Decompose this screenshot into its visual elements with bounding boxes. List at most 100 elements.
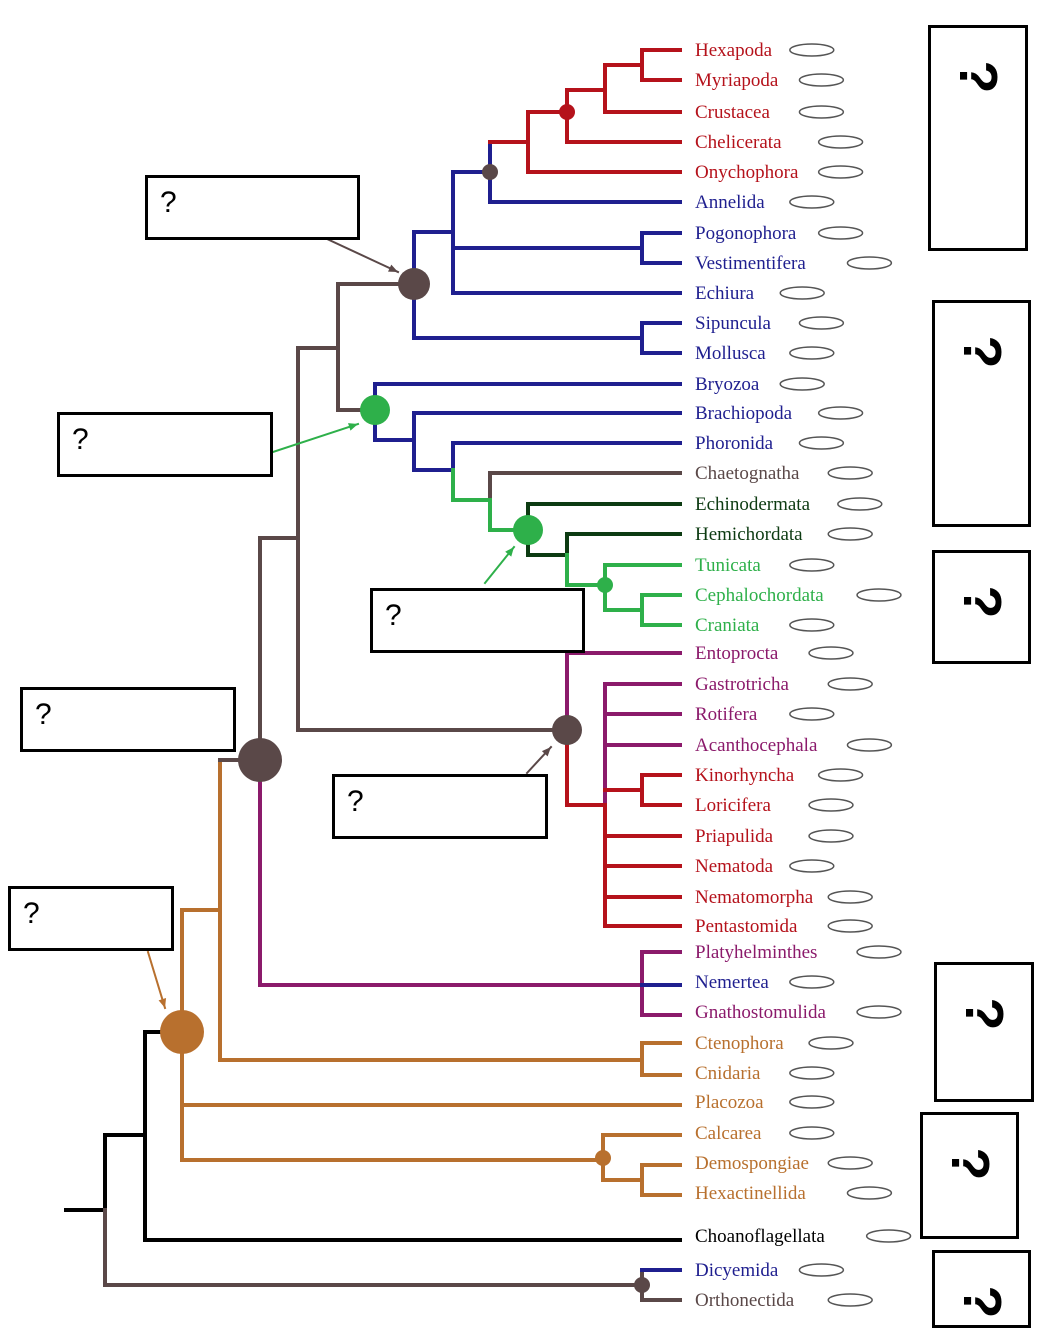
taxon-label: Hemichordata: [695, 524, 803, 545]
node-chordata[interactable]: [597, 577, 613, 593]
taxon-label: Craniata: [695, 615, 760, 636]
taxon-label: Gastrotricha: [695, 674, 789, 695]
question-box-deuterostomia[interactable]: ?: [370, 588, 585, 653]
taxon-label: Priapulida: [695, 826, 774, 847]
node-panarthropoda[interactable]: [482, 164, 498, 180]
side-question-box-6[interactable]: ?: [932, 1250, 1031, 1328]
jaw-worm-icon: [856, 1005, 902, 1019]
orthonectid-icon: [827, 1293, 873, 1307]
taxon-label: Platyhelminthes: [695, 942, 817, 963]
node-ecdysozoa[interactable]: [552, 715, 582, 745]
horseshoe-worm-icon: [798, 436, 845, 450]
question-box-metazoa[interactable]: ?: [8, 886, 174, 951]
taxon-label: Kinorhyncha: [695, 765, 795, 786]
arrow-protostomia-head: [388, 264, 398, 272]
taxon-label: Sipuncula: [695, 313, 772, 334]
taxon-label: Placozoa: [695, 1092, 764, 1113]
acorn-worm-icon: [827, 527, 873, 541]
millipede-icon: [798, 73, 845, 87]
taxon-label: Demospongiae: [695, 1153, 809, 1174]
starfish-icon: [837, 497, 883, 511]
node-lophotrochozoa[interactable]: [360, 395, 390, 425]
taxon-label: Rotifera: [695, 704, 758, 725]
question-box-lophotrochozoa[interactable]: ?: [57, 412, 273, 477]
velvet-worm-icon: [817, 165, 864, 179]
question-box-protostomia[interactable]: ?: [145, 175, 360, 240]
arrow-ecdysozoa-head: [541, 747, 551, 757]
insect-icon: [789, 43, 835, 57]
taxon-label: Nematoda: [695, 856, 774, 877]
taxon-label: Gnathostomulida: [695, 1002, 826, 1023]
node-mesozoa[interactable]: [634, 1277, 650, 1293]
taxon-label: Nemertea: [695, 972, 769, 993]
comb-jelly-icon: [808, 1036, 854, 1050]
node-bilateria[interactable]: [238, 738, 282, 782]
flatworm-icon: [856, 945, 902, 959]
node-metazoa[interactable]: [160, 1010, 204, 1054]
taxon-label: Cnidaria: [695, 1063, 761, 1084]
rotifer-icon: [789, 707, 835, 721]
peanut-worm-icon: [798, 316, 845, 330]
taxon-label: Nematomorpha: [695, 887, 814, 908]
node-protostomia[interactable]: [398, 268, 430, 300]
question-box-ecdysozoa[interactable]: ?: [332, 774, 548, 839]
rotated-question-mark: ?: [948, 60, 1008, 94]
node-porifera[interactable]: [595, 1150, 611, 1166]
arrow-deuterostomia-head: [505, 547, 514, 557]
taxon-label: Entoprocta: [695, 643, 779, 664]
horsehair-worm-icon: [827, 890, 873, 904]
taxon-label: Echiura: [695, 283, 755, 304]
arrow-metazoa: [146, 950, 167, 1010]
taxon-label: Chelicerata: [695, 132, 782, 153]
side-question-box-4[interactable]: ?: [934, 962, 1034, 1102]
rotated-question-mark: ?: [939, 1147, 1000, 1181]
taxon-label: Myriapoda: [695, 70, 779, 91]
taxon-label: Loricifera: [695, 795, 772, 816]
mud-dragon-icon: [817, 768, 864, 782]
crab-icon: [798, 105, 845, 119]
arrow-worm-icon: [827, 466, 873, 480]
taxon-label: Pentastomida: [695, 916, 798, 937]
side-question-box-3[interactable]: ?: [932, 550, 1031, 664]
question-box-bilateria[interactable]: ?: [20, 687, 236, 752]
question-mark: ?: [347, 785, 364, 818]
tube-worm-icon: [846, 256, 893, 270]
spoon-worm-icon: [779, 286, 825, 300]
lamprey-icon: [789, 618, 835, 632]
side-question-box-1[interactable]: ?: [928, 25, 1028, 251]
node-deuterostomia[interactable]: [513, 515, 543, 545]
node-arthropoda[interactable]: [559, 104, 575, 120]
tongue-worm-icon: [827, 919, 873, 933]
taxon-label: Crustacea: [695, 102, 770, 123]
question-mark: ?: [35, 698, 52, 731]
dicyemid-icon: [798, 1263, 845, 1277]
side-question-box-2[interactable]: ?: [932, 300, 1031, 527]
taxon-label: Choanoflagellata: [695, 1226, 825, 1247]
taxon-label: Echinodermata: [695, 494, 811, 515]
loriciferan-icon: [808, 798, 854, 812]
rotated-question-mark: ?: [954, 997, 1014, 1031]
rotated-question-mark: ?: [951, 335, 1012, 369]
arrow-metazoa-head: [158, 998, 167, 1008]
taxon-label: Onychophora: [695, 162, 799, 183]
taxon-label: Chaetognatha: [695, 463, 800, 484]
placozoan-icon: [789, 1095, 835, 1109]
arrow-lophotrochozoa: [271, 422, 360, 454]
taxon-label: Hexactinellida: [695, 1183, 806, 1204]
moss-animal-icon: [779, 377, 825, 391]
taxon-label: Mollusca: [695, 343, 766, 364]
gastrotrich-icon: [827, 677, 873, 691]
glass-sponge-icon: [846, 1186, 893, 1200]
priapulid-icon: [808, 829, 854, 843]
rotated-question-mark: ?: [951, 585, 1012, 619]
choanoflagellate-icon: [865, 1229, 912, 1243]
tunicate-icon: [789, 558, 835, 572]
taxon-label: Pogonophora: [695, 223, 797, 244]
taxon-label: Annelida: [695, 192, 765, 213]
roundworm-icon: [789, 859, 835, 873]
side-question-box-5[interactable]: ?: [920, 1112, 1019, 1239]
ribbon-worm-icon: [789, 975, 835, 989]
scorpion-icon: [817, 135, 864, 149]
lamp-shell-icon: [817, 406, 864, 420]
